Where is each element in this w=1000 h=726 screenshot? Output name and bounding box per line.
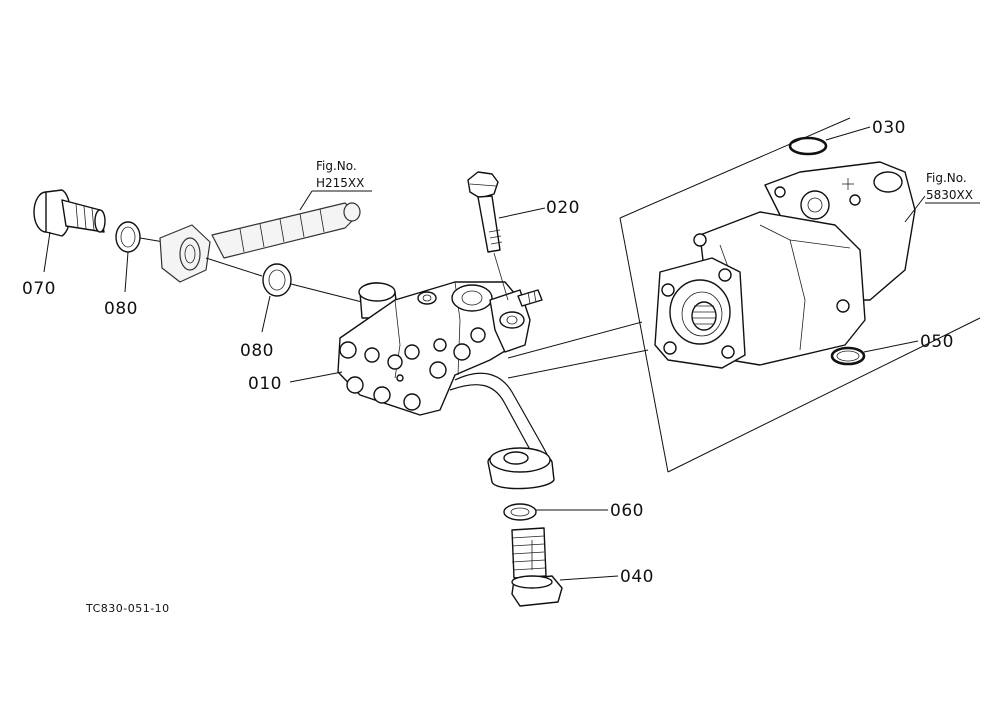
fig-ref-5830xx: Fig.No. 5830XX — [904, 171, 980, 223]
part-070-banjo-bolt: 070 — [22, 189, 106, 299]
callout-060: 060 — [610, 501, 644, 521]
callout-080-right: 080 — [240, 341, 274, 361]
drawing-code: TC830-051-10 — [85, 602, 170, 615]
part-080-washer-left: 080 — [104, 221, 171, 319]
fig-ref-h215xx: Fig.No. H215XX — [211, 159, 372, 259]
fig-ref-number: 5830XX — [926, 188, 973, 202]
part-050-o-ring: 050 — [830, 332, 954, 366]
part-040-banjo-bolt: 040 — [511, 527, 654, 607]
part-020-bolt: 020 — [467, 171, 580, 301]
part-060-washer: 060 — [503, 501, 644, 521]
part-080-washer-right: 080 — [205, 257, 363, 361]
hydraulic-pump — [654, 161, 916, 369]
part-010-valve-block: 010 — [248, 281, 543, 416]
fig-ref-number: H215XX — [316, 176, 364, 190]
fig-ref-label: Fig.No. — [316, 159, 357, 173]
callout-010: 010 — [248, 374, 282, 394]
callout-030: 030 — [872, 118, 906, 138]
callout-040: 040 — [620, 567, 654, 587]
banjo-fitting-left — [159, 224, 211, 283]
part-030-o-ring: 030 — [788, 118, 906, 156]
hydraulic-pump-group: Fig.No. 5830XX — [507, 117, 981, 473]
banjo-fitting-bottom — [487, 447, 555, 490]
callout-070: 070 — [22, 279, 56, 299]
fig-ref-label: Fig.No. — [926, 171, 967, 185]
callout-080-left: 080 — [104, 299, 138, 319]
callout-050: 050 — [920, 332, 954, 352]
callout-020: 020 — [546, 198, 580, 218]
